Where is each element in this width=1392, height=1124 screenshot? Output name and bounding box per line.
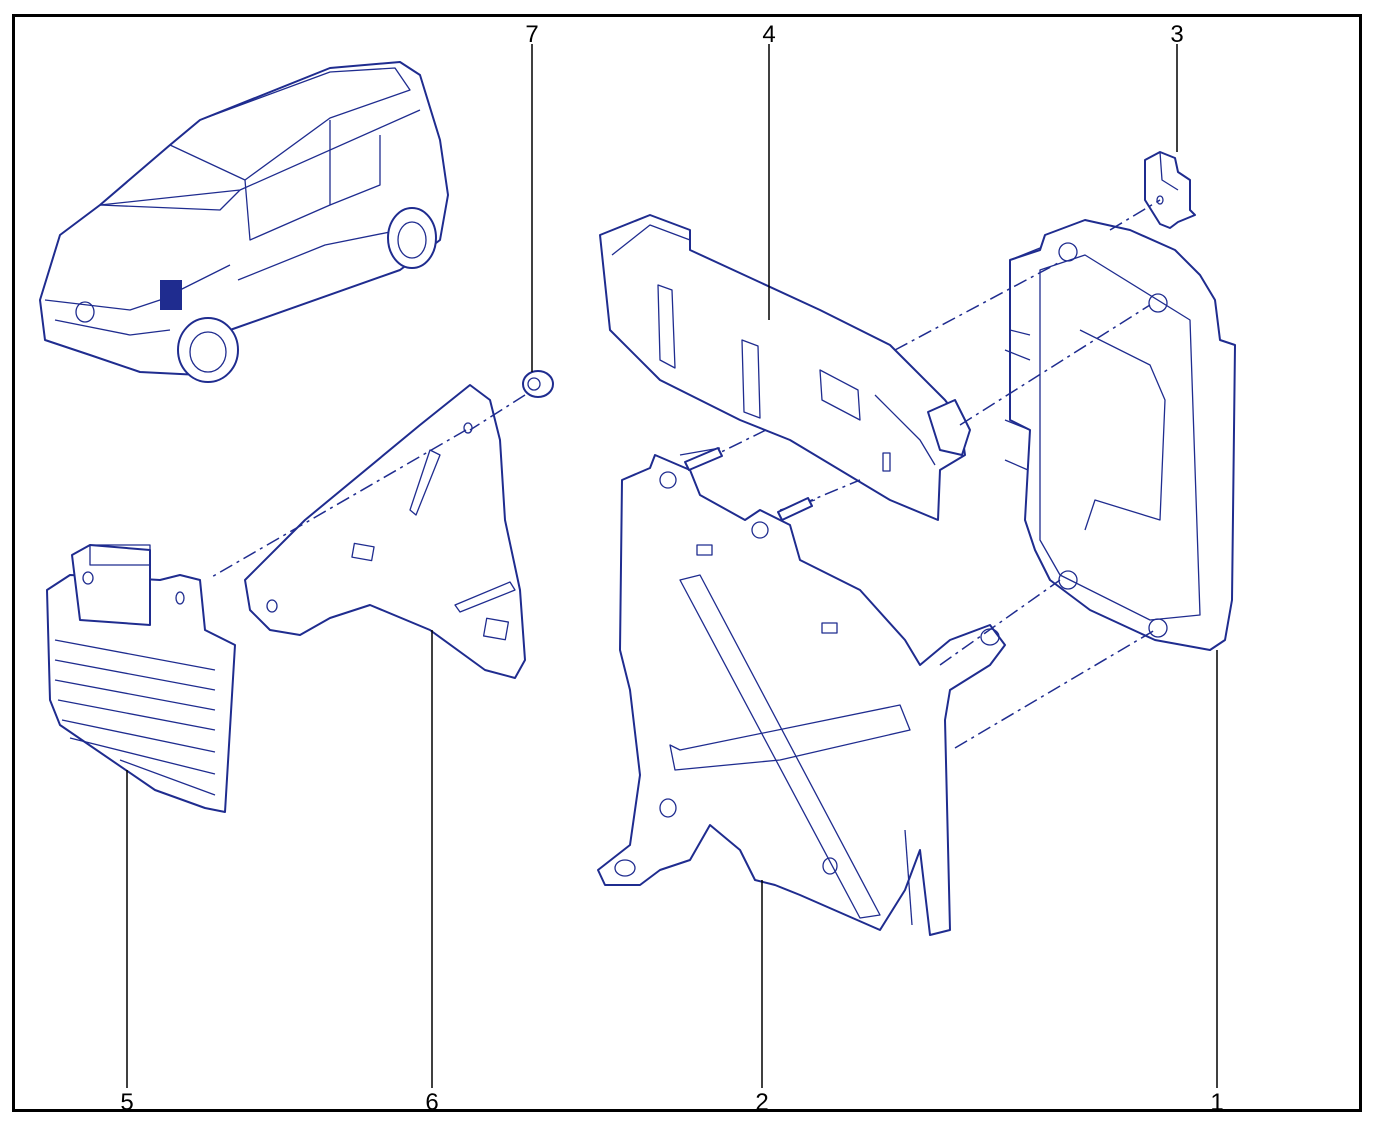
part-4-mounting-rail (599, 214, 971, 521)
callout-6: 6 (425, 1089, 438, 1116)
callout-5: 5 (120, 1089, 133, 1116)
mounting-screws (684, 447, 813, 521)
callout-1: 1 (1210, 1089, 1223, 1116)
vehicle-locator-illustration (39, 61, 449, 383)
callout-labels: 7 4 3 5 6 2 1 (120, 21, 1223, 1116)
callout-4: 4 (762, 21, 775, 48)
part-5-connector (46, 544, 236, 813)
part-7-nut (522, 370, 554, 398)
callout-3: 3 (1170, 21, 1183, 48)
callout-leaders (126, 44, 1218, 1088)
assembly-lines (209, 199, 1161, 749)
drawing-frame (12, 14, 1362, 1112)
part-1-ecu-unit (1004, 219, 1236, 651)
part-3-clip (1144, 151, 1196, 229)
callout-7: 7 (525, 21, 538, 48)
part-2-lower-bracket (597, 447, 1006, 936)
component-location-marker (160, 280, 182, 310)
callout-2: 2 (755, 1089, 768, 1116)
part-6-bracket (244, 384, 526, 679)
